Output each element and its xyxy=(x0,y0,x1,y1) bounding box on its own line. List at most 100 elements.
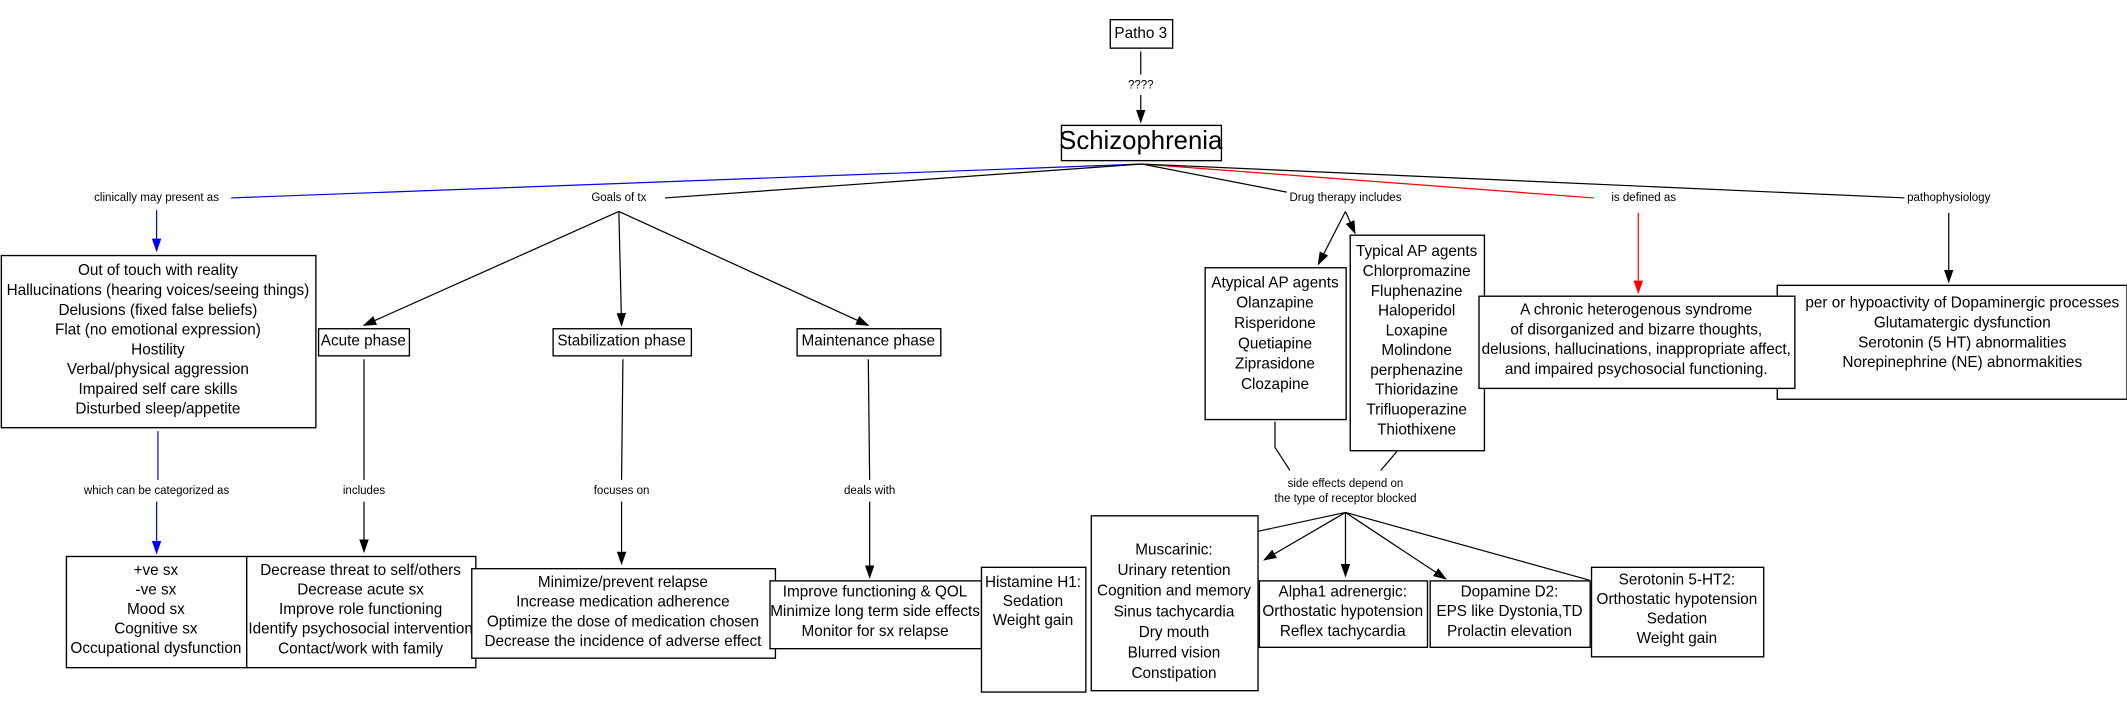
link-label-includes: includes xyxy=(343,485,385,497)
node-definition-line: A chronic heterogenous syndrome xyxy=(1520,301,1752,318)
node-typical-line: Trifluoperazine xyxy=(1366,402,1467,419)
node-muscarinic-line: Sinus tachycardia xyxy=(1114,603,1235,620)
link-label-pathophysiology: pathophysiology xyxy=(1907,192,1990,204)
node-stabilization[interactable]: Stabilization phase xyxy=(552,328,693,357)
link-label-background xyxy=(588,190,650,206)
node-serotonin-box xyxy=(1590,566,1765,658)
node-patho3[interactable]: Patho 3 xyxy=(1109,18,1174,49)
node-schizophrenia[interactable]: Schizophrenia xyxy=(1059,124,1223,162)
node-alpha1-line: Alpha1 adrenergic: xyxy=(1279,583,1407,600)
node-definition-line: of disorganized and bizarre thoughts, xyxy=(1510,321,1762,338)
node-definition-line: and impaired psychosocial functioning. xyxy=(1505,361,1768,378)
node-pathophys-box xyxy=(1776,284,2127,400)
link-typical-side-effects xyxy=(1380,451,1398,471)
node-symptoms-line: Hostility xyxy=(131,341,185,358)
node-typical-line: Thioridazine xyxy=(1375,382,1458,399)
node-typical-line: Molindone xyxy=(1381,342,1452,359)
node-serotonin-line: Sedation xyxy=(1647,611,1707,628)
link-defined xyxy=(1142,163,1594,199)
node-pathophys-line: Norepinephrine (NE) abnormakities xyxy=(1842,354,2082,371)
arrow-to-dopamine xyxy=(1345,511,1447,580)
link-label-side-effects-2: the type of receptor blocked xyxy=(1274,493,1416,505)
link-label-background xyxy=(1271,491,1420,507)
node-categories-line: -ve sx xyxy=(136,581,177,598)
node-maint-goals-line: Monitor for sx relapse xyxy=(802,623,949,640)
link-side-serotonin xyxy=(1345,511,1590,581)
link-label-background xyxy=(91,190,222,206)
node-dopamine[interactable]: Dopamine D2:EPS like Dystonia,TDProlacti… xyxy=(1429,580,1591,648)
node-serotonin[interactable]: Serotonin 5-HT2: Orthostatic hypotensionS… xyxy=(1590,566,1765,658)
link-label-background xyxy=(1286,190,1405,206)
node-alpha1-line: Reflex tachycardia xyxy=(1280,623,1406,640)
node-typical[interactable]: Typical AP agentsChlorpromazineFluphenaz… xyxy=(1349,234,1486,452)
link-label-goals: Goals of tx xyxy=(591,192,646,204)
node-muscarinic-line: Constipation xyxy=(1131,665,1216,682)
node-muscarinic-line: Muscarinic: xyxy=(1135,541,1212,558)
link-label-background xyxy=(1608,190,1679,206)
node-histamine-line: Weight gain xyxy=(993,612,1074,629)
node-acute-box xyxy=(317,328,411,357)
node-typical-box xyxy=(1349,234,1486,452)
node-typical-line: Thiothixene xyxy=(1377,421,1456,438)
node-dopamine-line: EPS like Dystonia,TD xyxy=(1436,603,1582,620)
link-label-background xyxy=(1284,476,1407,492)
node-serotonin-line: Serotonin 5-HT2: xyxy=(1619,571,1735,588)
node-acute[interactable]: Acute phase xyxy=(317,328,411,357)
node-atypical-line: Risperidone xyxy=(1234,315,1316,332)
node-maint-goals-box xyxy=(769,580,983,650)
link-clinically xyxy=(231,163,1143,199)
link-label-background xyxy=(590,483,653,499)
node-histamine-line: Sedation xyxy=(1003,593,1063,610)
node-categories-line: +ve sx xyxy=(134,562,179,579)
node-serotonin-line: Orthostatic hypotension xyxy=(1597,591,1758,608)
node-alpha1[interactable]: Alpha1 adrenergic: Orthostatic hypotensio… xyxy=(1258,580,1429,648)
node-atypical-line: Clozapine xyxy=(1241,376,1309,393)
link-label-unknown: ???? xyxy=(1128,79,1154,91)
node-typical-line: Chlorpromazine xyxy=(1363,263,1471,280)
link-label-clinically: clinically may present as xyxy=(94,192,219,204)
node-typical-line: perphenazine xyxy=(1370,362,1463,379)
node-pathophys-line: per or hypoactivity of Dopaminergic proc… xyxy=(1805,295,2119,312)
link-label-background xyxy=(80,483,233,499)
link-goals xyxy=(664,163,1143,199)
node-serotonin-line: Weight gain xyxy=(1637,630,1718,647)
node-pathophys[interactable]: per or hypoactivity of Dopaminergic proc… xyxy=(1776,284,2127,400)
arrow-to-acute xyxy=(362,210,620,326)
node-maintenance[interactable]: Maintenance phase xyxy=(796,328,942,357)
node-alpha1-line: Orthostatic hypotension xyxy=(1262,603,1423,620)
node-definition-line: delusions, hallucinations, inappropriate… xyxy=(1482,341,1791,358)
link-drug xyxy=(1142,163,1289,194)
node-stab-goals-line: Optimize the dose of medication chosen xyxy=(487,613,759,630)
node-atypical[interactable]: Atypical AP agentsOlanzapineRisperidoneQ… xyxy=(1204,267,1347,421)
link-label-categorized: which can be categorized as xyxy=(83,485,230,497)
node-categories-line: Mood sx xyxy=(127,601,185,618)
node-stabilization-box xyxy=(552,328,693,357)
node-stab-goals-line: Minimize/prevent relapse xyxy=(538,574,708,591)
node-schizophrenia-line: Schizophrenia xyxy=(1059,127,1223,155)
node-dopamine-box xyxy=(1429,580,1591,648)
link-pathophysiology xyxy=(1142,163,1906,199)
link-deals xyxy=(867,359,871,480)
node-categories-box xyxy=(65,555,248,669)
link-focuses xyxy=(620,359,624,480)
node-acute-goals-line: Decrease threat to self/others xyxy=(260,562,461,579)
node-stab-goals-line: Increase medication adherence xyxy=(516,594,729,611)
node-pathophys-line: Glutamatergic dysfunction xyxy=(1874,315,2051,332)
node-symptoms-line: Disturbed sleep/appetite xyxy=(75,401,240,418)
node-muscarinic-line: Dry mouth xyxy=(1139,624,1210,641)
node-symptoms-box xyxy=(0,254,317,429)
link-label-defined: is defined as xyxy=(1611,192,1676,204)
node-symptoms[interactable]: Out of touch with realityHallucinations … xyxy=(0,254,317,429)
node-atypical-line: Quetiapine xyxy=(1238,335,1312,352)
link-atypical-side-effects xyxy=(1274,421,1291,471)
node-dopamine-line: Prolactin elevation xyxy=(1447,623,1572,640)
node-definition[interactable]: A chronic heterogenous syndrome of disorg… xyxy=(1478,295,1796,390)
